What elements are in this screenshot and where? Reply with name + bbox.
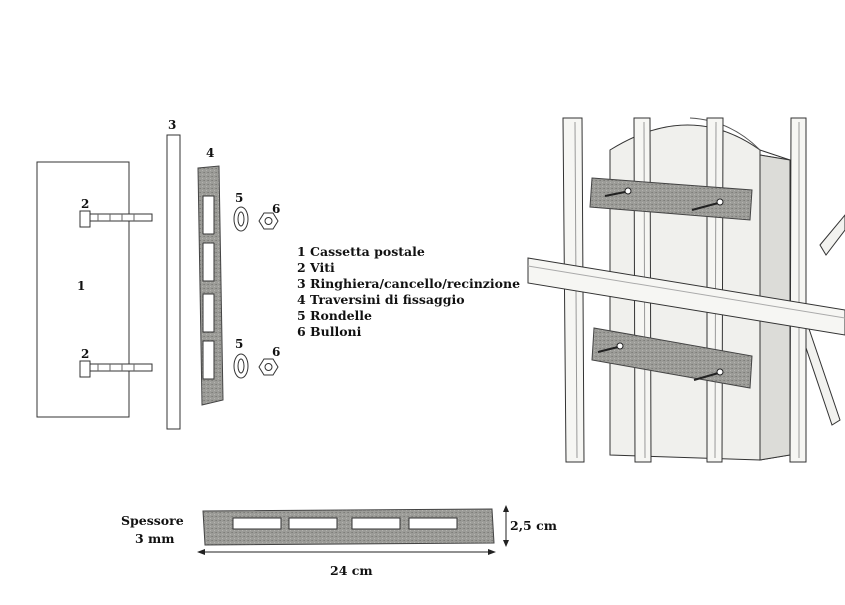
callout-3: 3: [168, 118, 176, 132]
legend-item-6: 6 Bulloni: [297, 324, 362, 339]
nut-upper: [258, 212, 279, 230]
washer-upper: [233, 206, 249, 232]
installed-view: [527, 117, 845, 463]
screw-lower: [79, 360, 153, 378]
callout-5-lower: 5: [235, 337, 243, 351]
washer-lower: [233, 353, 249, 379]
mounting-plate-upper: [589, 177, 753, 221]
callout-6-upper: 6: [272, 202, 280, 216]
legend-item-1: 1 Cassetta postale: [297, 244, 425, 259]
callout-2-lower: 2: [81, 347, 89, 361]
legend-item-4: 4 Traversini di fissaggio: [297, 292, 465, 307]
height-label: 2,5 cm: [510, 518, 557, 533]
callout-6-lower: 6: [272, 345, 280, 359]
callout-1: 1: [77, 279, 85, 293]
mounting-plate-lower: [591, 327, 753, 389]
length-label: 24 cm: [330, 563, 373, 578]
mounting-plate-vertical: [197, 165, 224, 406]
callout-2-upper: 2: [81, 197, 89, 211]
screw-upper: [79, 210, 153, 228]
callout-5-upper: 5: [235, 191, 243, 205]
railing-crossbar: [527, 257, 845, 336]
exploded-view: 1 2 2 3 4: [36, 118, 280, 430]
callout-4: 4: [206, 146, 214, 160]
thickness-label: Spessore: [121, 513, 184, 528]
legend-item-3: 3 Ringhiera/cancello/recinzione: [297, 276, 520, 291]
thickness-value: 3 mm: [135, 531, 175, 546]
legend-item-5: 5 Rondelle: [297, 308, 372, 323]
legend-item-2: 2 Viti: [297, 260, 335, 275]
plate-dimension-view: Spessore 3 mm 2,5 cm 24 cm: [121, 505, 557, 578]
mounting-plate-horizontal: [202, 508, 495, 546]
nut-lower: [258, 358, 279, 376]
railing-bar: [166, 134, 181, 430]
legend: 1 Cassetta postale 2 Viti 3 Ringhiera/ca…: [297, 244, 520, 339]
